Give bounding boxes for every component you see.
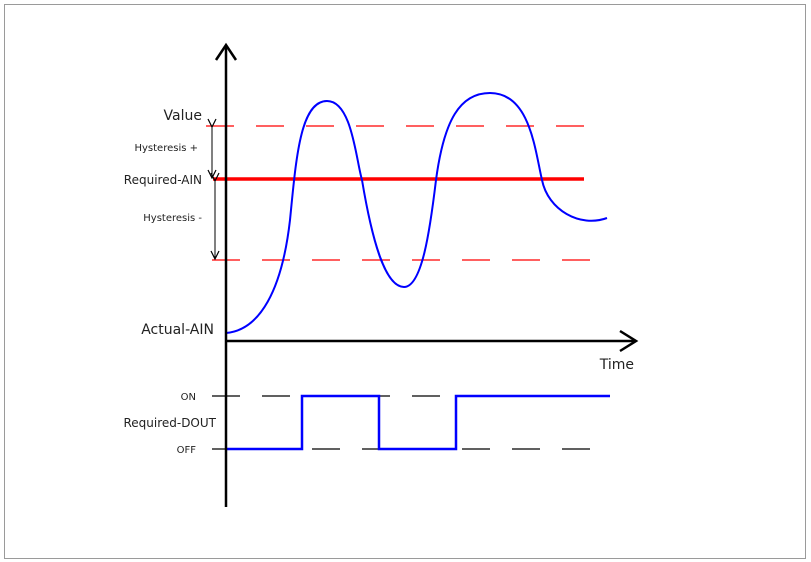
diagram-frame: [4, 4, 806, 559]
x-axis-arrowhead: [619, 329, 639, 353]
hysteresis-minus-label: Hysteresis -: [143, 213, 202, 224]
dout-off-label: OFF: [177, 445, 197, 456]
hysteresis-plus-label: Hysteresis +: [134, 143, 198, 154]
dout-on-label: ON: [181, 392, 196, 403]
y-axis-arrowhead: [214, 42, 238, 61]
required-dout-label: Required-DOUT: [123, 416, 216, 430]
actual-ain-label: Actual-AIN: [141, 322, 214, 338]
x-axis-label: Time: [599, 357, 634, 373]
actual-ain-curve: [225, 91, 608, 334]
y-axis-label: Value: [164, 108, 202, 124]
required-ain-label: Required-AIN: [124, 173, 202, 187]
required-dout-signal: [226, 394, 610, 451]
